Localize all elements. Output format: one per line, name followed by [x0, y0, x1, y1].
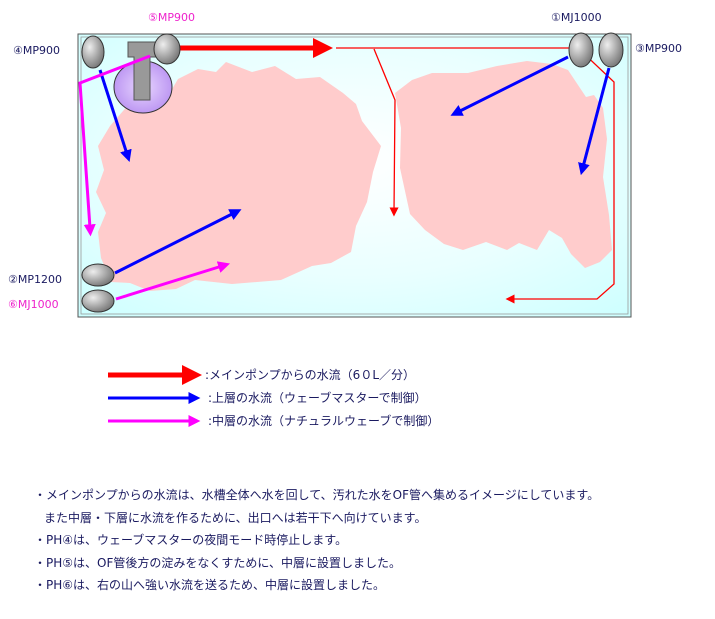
pump-6-label: ⑥MJ1000	[8, 298, 59, 311]
aquarium-flow-diagram	[77, 32, 632, 318]
pump3-flow-arrow	[578, 67, 611, 176]
tank-inner-border	[80, 36, 629, 315]
legend-upper-label: :上層の水流（ウェーブマスターで制御）	[208, 391, 427, 405]
left-rock	[96, 62, 381, 291]
pump-2	[81, 263, 115, 287]
pump-2-label: ②MP1200	[8, 273, 62, 286]
pump-3	[598, 32, 624, 68]
pump-3-label: ③MP900	[635, 42, 682, 55]
legend-main-label: :メインポンプからの水流（6０L／分）	[205, 368, 416, 382]
pump5-flow-arrow	[78, 54, 151, 237]
note-line-4: ・PH⑤は、OF管後方の淀みをなくすために、中層に設置しました。	[34, 555, 402, 570]
note-line-2: また中層・下層に水流を作るために、出口へは若干下へ向けています。	[44, 510, 427, 525]
pump4-flow-arrow	[98, 69, 132, 162]
note-line-1: ・メインポンプからの水流は、水槽全体へ水を回して、汚れた水をOF管へ集めるイメー…	[34, 488, 600, 502]
pump1-flow-arrow	[450, 55, 569, 116]
pump-6	[81, 289, 115, 313]
pump-5	[153, 33, 181, 65]
pump-4	[81, 35, 105, 69]
pump-5-label: ⑤MP900	[148, 11, 195, 24]
legend-arrows	[108, 365, 202, 427]
pump2-flow-arrow	[114, 209, 242, 275]
right-rock	[395, 61, 612, 268]
notes: ・メインポンプからの水流は、水槽全体へ水を回して、汚れた水をOF管へ集めるイメー…	[34, 484, 599, 597]
note-line-5: ・PH⑥は、右の山へ強い水流を送るため、中層に設置しました。	[34, 578, 386, 593]
main-flow-down-path	[373, 48, 399, 217]
pump6-flow-arrow	[115, 261, 231, 301]
legend-middle-label: :中層の水流（ナチュラルウェーブで制御）	[208, 414, 440, 428]
pump-4-label: ④MP900	[13, 44, 60, 57]
main-flow-return-path	[336, 47, 615, 304]
pump-1	[568, 32, 594, 68]
note-line-3: ・PH④は、ウェーブマスターの夜間モード時停止します。	[34, 533, 348, 548]
pump-1-label: ①MJ1000	[551, 11, 602, 24]
